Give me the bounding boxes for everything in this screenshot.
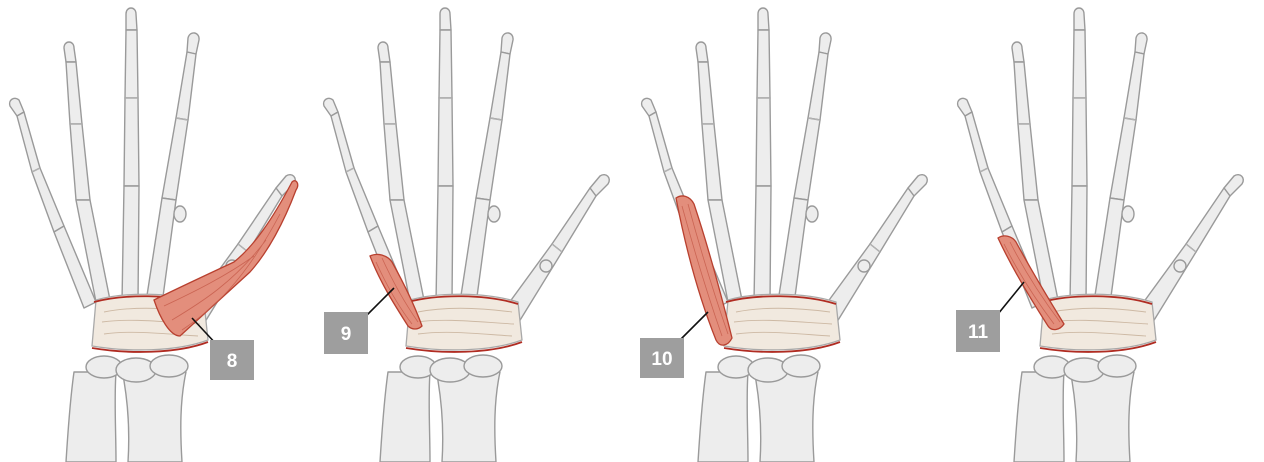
label-11: 11 [956,310,1000,352]
label-10: 10 [640,338,684,378]
hand-panel-1: 8 [10,8,298,462]
leader-line-11 [998,282,1024,314]
label-8: 8 [210,340,254,380]
label-11-text: 11 [968,322,989,343]
label-9: 9 [324,312,368,354]
hand-panel-3: 10 [640,8,927,462]
label-10-text: 10 [651,349,672,370]
label-9-text: 9 [341,324,352,345]
label-8-text: 8 [227,351,238,372]
hand-skeleton-1 [10,8,296,462]
leader-line-10 [680,312,708,340]
hand-skeleton-4 [958,8,1244,462]
leader-line-9 [366,288,394,316]
hand-skeleton-2 [324,8,610,462]
hand-panel-2: 9 [324,8,610,462]
hand-panel-4: 11 [956,8,1243,462]
